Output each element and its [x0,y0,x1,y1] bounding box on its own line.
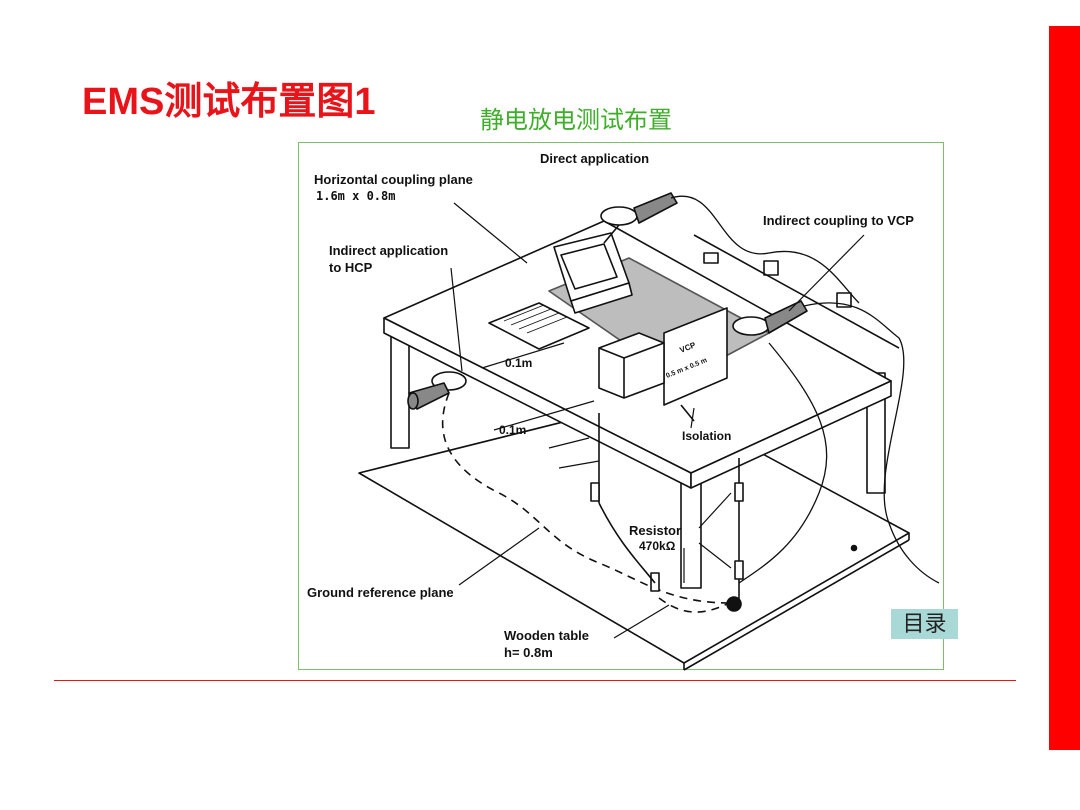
divider-line [54,680,1016,681]
esd-gun-hcp [407,371,467,410]
label-hcp-size: 1.6m x 0.8m [316,189,396,203]
esd-gun-direct [600,192,678,244]
keyboard [488,302,590,350]
label-ground-plane: Ground reference plane [307,585,454,600]
label-isolation: Isolation [682,429,732,443]
resistor [590,482,600,502]
esd-setup-diagram: VCP 0.5 m x 0.5 m Direct application Hor… [298,142,944,671]
resistor [734,560,744,580]
label-wooden-table: Wooden table [504,628,589,643]
label-indirect-vcp: Indirect coupling to VCP [763,213,914,228]
label-resistor: Resistor [629,523,682,538]
resistor [734,482,744,502]
esd-gun-vcp [732,300,808,336]
accent-bar [1049,26,1080,750]
label-resistor-value: 470kΩ [639,539,676,553]
toc-button[interactable]: 目录 [891,609,958,639]
label-direct-application: Direct application [540,151,650,166]
label-indirect-hcp: Indirect application [329,243,449,258]
label-distance-1: 0.1m [505,356,533,370]
label-indirect-hcp-2: to HCP [329,260,373,275]
diagram-drawing: VCP 0.5 m x 0.5 m [358,192,940,671]
table-leg [390,332,410,449]
wall-outlet [763,260,779,276]
label-hcp: Horizontal coupling plane [314,172,473,187]
ground-connection-point [726,596,742,612]
label-table-height: h= 0.8m [504,645,553,660]
diagram-subtitle: 静电放电测试布置 [480,107,672,134]
label-distance-2: 0.1m [499,423,527,437]
slide-title: EMS测试布置图1 [82,81,376,123]
